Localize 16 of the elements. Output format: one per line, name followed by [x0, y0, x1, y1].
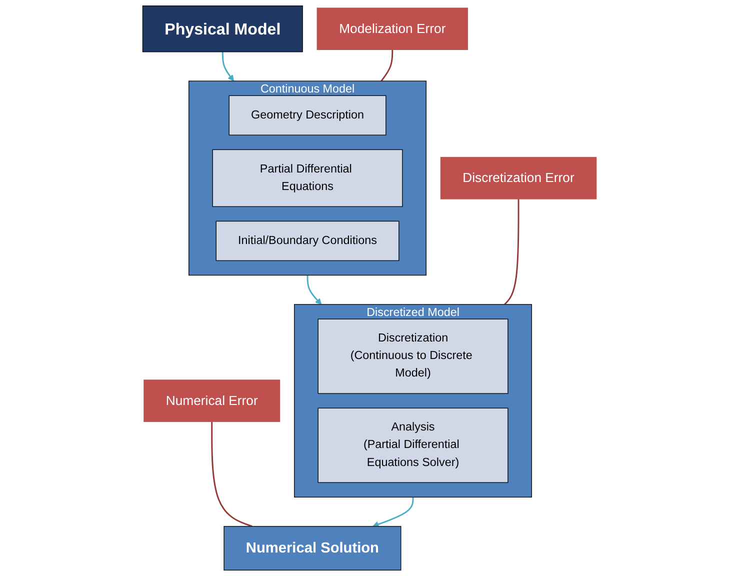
node-box: Discretization (Continuous to Discrete Model) — [318, 318, 508, 394]
node-box: Numerical Error — [144, 380, 280, 422]
node-box: Initial/Boundary Conditions — [216, 220, 400, 261]
arrow — [222, 52, 234, 82]
connector — [380, 50, 394, 82]
connector — [504, 198, 520, 305]
node-box: Analysis (Partial Differential Equations Solver) — [318, 408, 508, 483]
arrow — [372, 497, 414, 528]
node-box: Discretization Error — [440, 156, 597, 200]
node-box: Partial Differential Equations — [212, 149, 403, 207]
node-box: Numerical Solution — [224, 526, 402, 571]
node-box: Geometry Description — [228, 95, 386, 136]
node-box: Modelization Error — [316, 8, 468, 50]
arrow — [306, 275, 322, 305]
connector — [211, 422, 252, 528]
node-box: Physical Model — [142, 5, 303, 52]
